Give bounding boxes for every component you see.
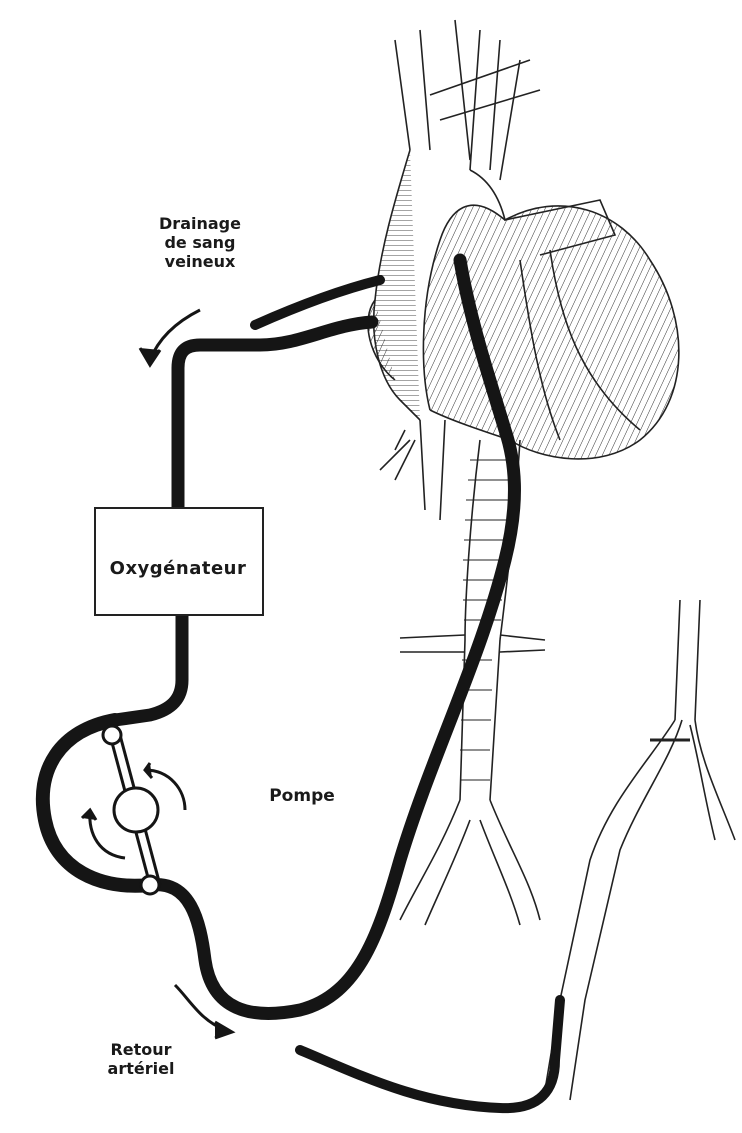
venous-drainage-line-2: de sang xyxy=(140,233,260,252)
pump-icon xyxy=(103,726,160,894)
venous-drainage-line-1: Drainage xyxy=(140,214,260,233)
oxygenator-label: Oxygénateur xyxy=(98,558,258,580)
arterial-return-line-1: Retour xyxy=(96,1040,186,1059)
venous-drainage-label: Drainage de sang veineux xyxy=(140,214,260,272)
heart-illustration xyxy=(368,20,735,1100)
drainage-arrow-icon xyxy=(140,310,200,365)
arterial-return-label: Retour artériel xyxy=(96,1040,186,1078)
pump-label: Pompe xyxy=(262,786,342,806)
arterial-return-line-2: artériel xyxy=(96,1059,186,1078)
venous-drainage-line-3: veineux xyxy=(140,252,260,271)
